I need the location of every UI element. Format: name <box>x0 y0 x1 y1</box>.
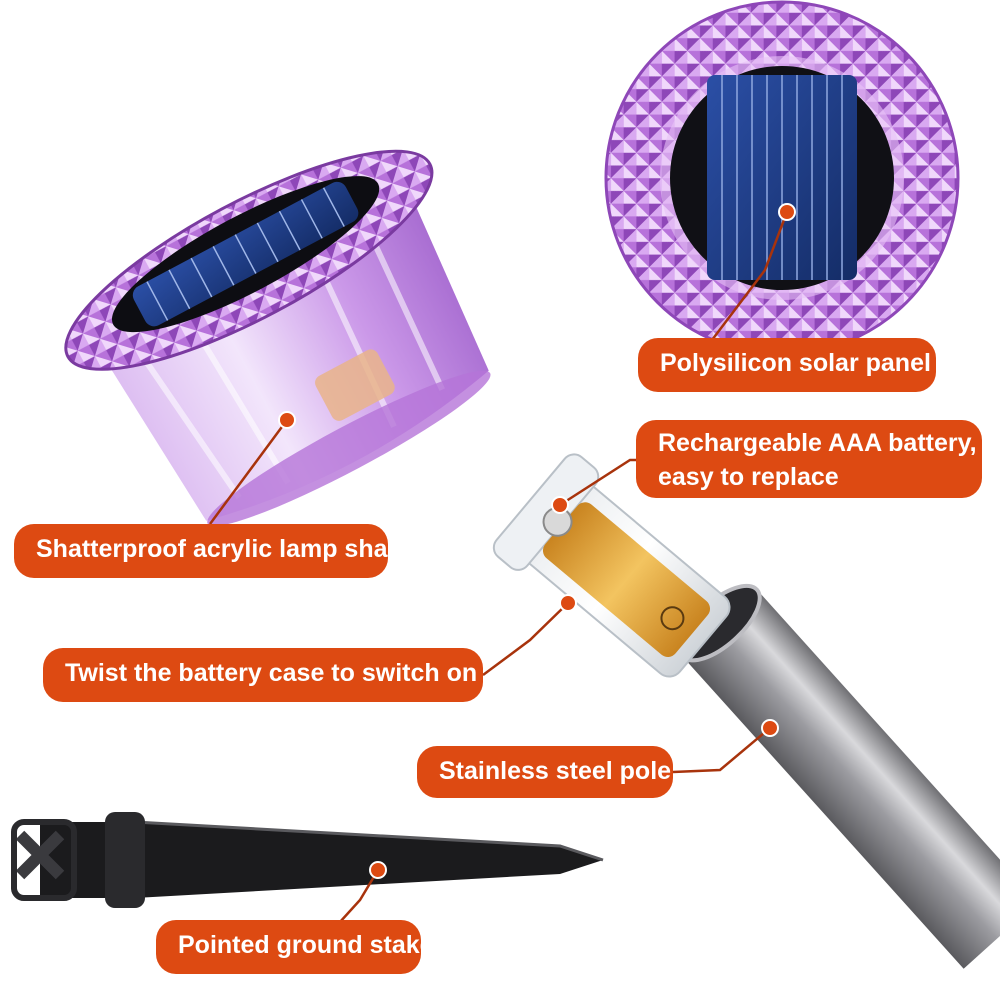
callout-lamp-shade-text: Shatterproof acrylic lamp shade <box>36 535 417 563</box>
solar-panel-illustration <box>604 0 960 356</box>
callout-solar-panel-text: Polysilicon solar panel <box>660 349 931 377</box>
callout-pole-text: Stainless steel pole <box>439 757 672 785</box>
callout-switch: Twist the battery case to switch on <box>43 648 483 702</box>
pointer-dot-icon <box>369 861 387 879</box>
leader-line-pole <box>672 727 771 774</box>
leader-line-shade <box>208 419 289 525</box>
callout-battery: Rechargeable AAA battery, easy to replac… <box>636 420 982 498</box>
leader-line-twist <box>482 602 569 677</box>
ground-stake-illustration <box>11 812 604 908</box>
pointer-dot-icon <box>761 719 779 737</box>
callout-battery-text-line2: easy to replace <box>658 463 839 491</box>
pointer-dot-icon <box>551 496 569 514</box>
callout-pole: Stainless steel pole <box>417 746 673 798</box>
callout-stake: Pointed ground stake <box>156 920 434 974</box>
pointer-dot-icon <box>559 594 577 612</box>
callout-stake-text: Pointed ground stake <box>178 931 434 959</box>
leader-line-stake <box>339 869 380 923</box>
callout-lamp-shade: Shatterproof acrylic lamp shade <box>14 524 417 578</box>
pointer-dot-icon <box>278 411 296 429</box>
leader-lines <box>208 211 789 923</box>
callout-switch-text: Twist the battery case to switch on <box>65 659 478 687</box>
leader-line-battery <box>559 458 636 507</box>
pointer-dots <box>278 203 796 879</box>
battery-case-illustration <box>492 453 731 678</box>
lamp-shade-illustration <box>64 149 491 526</box>
leader-line-solar <box>711 211 789 341</box>
callout-solar-panel: Polysilicon solar panel <box>638 338 936 392</box>
callout-battery-text-line1: Rechargeable AAA battery, <box>658 429 977 457</box>
pointer-dot-icon <box>778 203 796 221</box>
